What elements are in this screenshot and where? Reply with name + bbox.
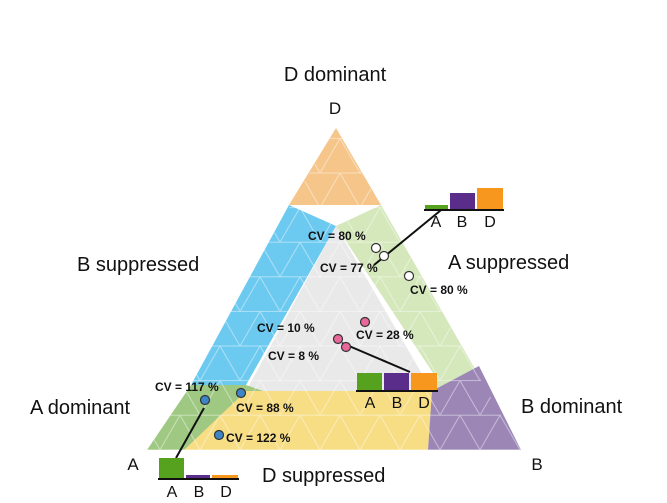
bar-axis-label-a: A (167, 484, 178, 501)
bar-b (450, 193, 475, 209)
data-point-pink (332, 333, 344, 345)
bar-axis-label-d: D (418, 395, 430, 412)
bar-glyph-a-dominant: A B D (158, 458, 239, 501)
triangle-grid (147, 128, 521, 450)
bar-a (357, 373, 382, 390)
bar-d (477, 188, 503, 209)
cv-label: CV = 28 % (356, 328, 414, 342)
vertex-label-b: B (531, 455, 542, 474)
cv-label: CV = 77 % (320, 261, 378, 275)
label-d-dominant: D dominant (284, 64, 387, 86)
data-point-pink (340, 341, 352, 353)
cv-label: CV = 117 % (155, 380, 219, 394)
bar-axis-label-d: D (484, 214, 496, 231)
vertex-label-a: A (127, 455, 139, 474)
data-point-blue (213, 429, 225, 441)
bar-a (159, 458, 184, 478)
data-point-white (403, 270, 415, 282)
bar-axis-label-a: A (431, 214, 442, 231)
cv-label: CV = 122 % (226, 431, 291, 445)
bar-b (384, 373, 409, 390)
bar-glyph-center: A B D (356, 373, 438, 412)
label-a-suppressed: A suppressed (448, 252, 569, 274)
label-a-dominant: A dominant (30, 397, 131, 419)
connector-line-bottom-left (175, 407, 205, 459)
bar-axis-label-b: B (392, 395, 403, 412)
data-point-white (370, 242, 382, 254)
cv-label: CV = 80 % (308, 229, 366, 243)
bar-axis-label-d: D (220, 484, 232, 501)
cv-label: CV = 80 % (410, 283, 468, 297)
label-d-suppressed: D suppressed (262, 465, 385, 487)
label-b-suppressed: B suppressed (77, 254, 199, 276)
bar-d (411, 373, 437, 390)
bar-d (212, 475, 238, 478)
bar-axis-label-b: B (457, 214, 468, 231)
bar-b (186, 475, 210, 478)
vertex-label-d: D (329, 99, 341, 118)
cv-label: CV = 8 % (268, 349, 319, 363)
data-point-pink (359, 316, 371, 328)
cv-label: CV = 88 % (236, 401, 294, 415)
bar-a (425, 205, 448, 209)
bar-glyph-a-suppressed: A B D (424, 188, 504, 231)
label-b-dominant: B dominant (521, 396, 623, 418)
bar-axis-label-a: A (365, 395, 376, 412)
data-point-white (378, 250, 390, 262)
cv-label: CV = 10 % (257, 321, 315, 335)
data-point-blue (199, 394, 211, 406)
connector-line-center (341, 342, 411, 373)
bar-axis-label-b: B (194, 484, 205, 501)
data-point-blue (235, 387, 247, 399)
